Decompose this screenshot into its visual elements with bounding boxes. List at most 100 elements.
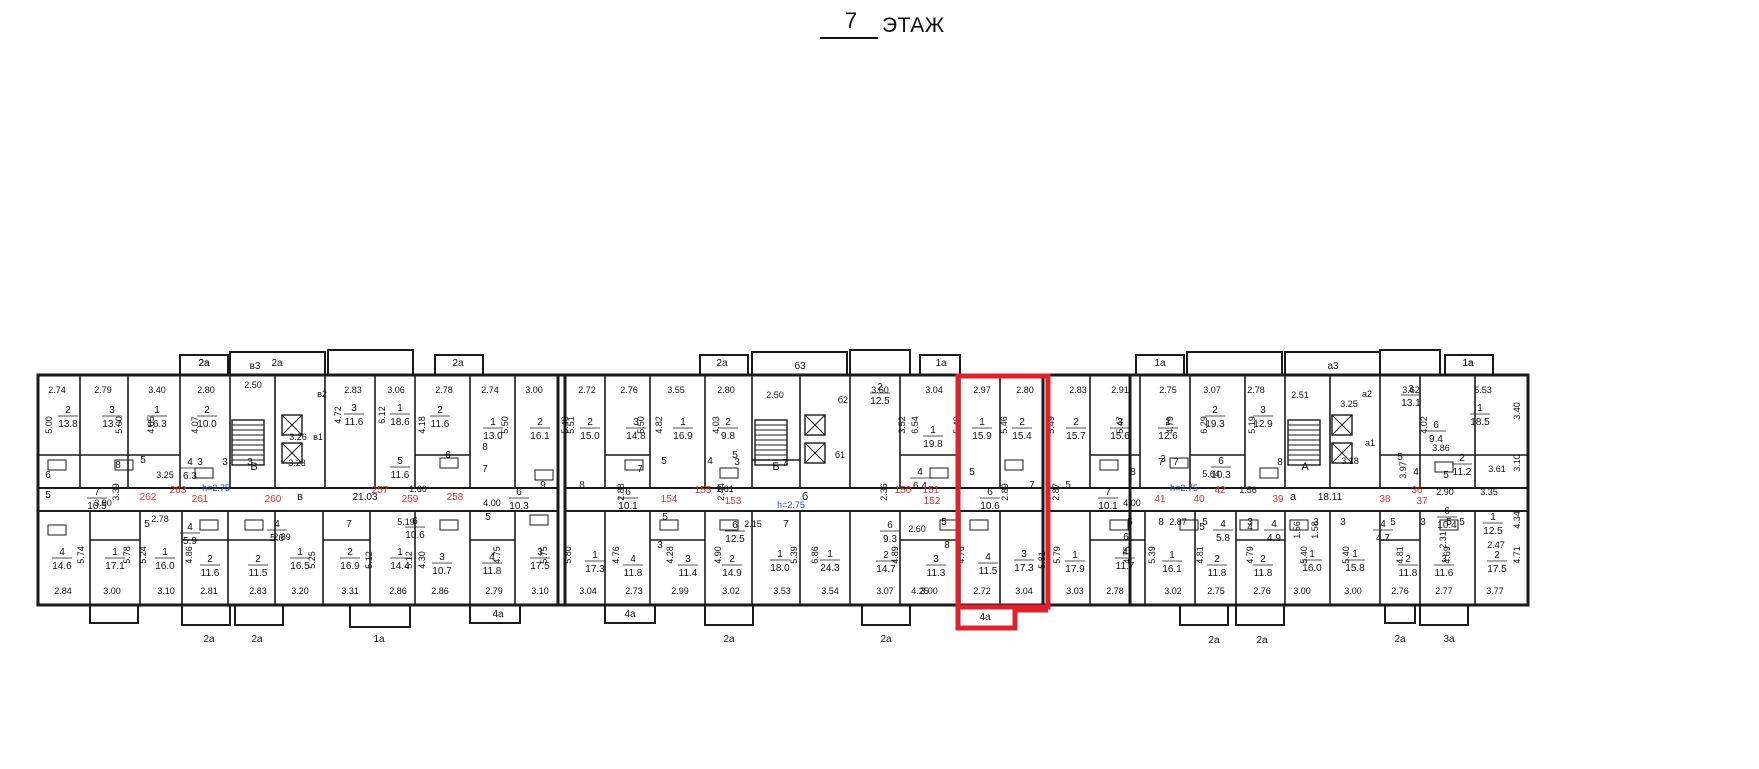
room-area: 6.3: [183, 471, 197, 482]
corridor-label: б: [802, 491, 808, 503]
room-area: 11.8: [624, 568, 643, 579]
dimension-label-vertical: 5.25: [307, 551, 317, 569]
room-area: 11.2: [1453, 467, 1472, 478]
room-8: 5: [397, 456, 403, 467]
dimension-label: 2.80: [717, 385, 735, 395]
walls-layer: [36, 349, 1530, 628]
stair-label: А: [1301, 461, 1309, 473]
room-area: 15.0: [580, 431, 600, 442]
room-25: 6: [516, 487, 522, 498]
room-number-small: 8: [1277, 457, 1283, 468]
dimension-label: 2.81: [200, 586, 218, 596]
balcony-label: 2а: [251, 634, 263, 645]
dimension-label: 2.76: [1391, 586, 1409, 596]
balcony-label: а3: [1327, 361, 1339, 372]
stair-dim: б1: [835, 450, 845, 460]
room-area: 17.5: [1487, 564, 1507, 575]
bathtub-icon: [719, 519, 739, 531]
dimension-label-vertical: 5.49: [1046, 416, 1056, 434]
labels-layer: 213.8313.7116.3210.0311.6118.6211.6511.6…: [44, 358, 1522, 646]
room-area: 10.5: [87, 501, 107, 512]
door-number: 151: [923, 485, 940, 496]
corridor-height: h=2.75: [777, 500, 805, 510]
room-area: 16.3: [147, 419, 167, 430]
balcony-box: [469, 604, 521, 624]
door-number: 155: [695, 485, 712, 496]
dimension-label: 3.10: [157, 586, 175, 596]
elevator-cross: [281, 414, 303, 436]
balcony-box: [349, 604, 411, 628]
dimension-label: 3.61: [1488, 464, 1506, 474]
tower-box: [1186, 351, 1283, 376]
dimension-label: 4.00: [1123, 498, 1141, 508]
room-area: 17.3: [585, 564, 605, 575]
door-number: 38: [1379, 494, 1391, 505]
dimension-label: 3.00: [920, 586, 938, 596]
room-10: 7: [94, 487, 100, 498]
room-area: 10.0: [197, 419, 217, 430]
room-area: 10.6: [980, 501, 1000, 512]
balcony-label: 1а: [1154, 358, 1166, 369]
balcony-label: 2а: [1208, 635, 1220, 646]
room-area: 15.9: [972, 431, 992, 442]
room-52: 3: [1117, 417, 1123, 428]
floor-number-underline: [820, 37, 878, 39]
dimension-label: 1.60: [409, 484, 427, 494]
room-number-small: 3: [1313, 517, 1319, 528]
room-number-small: 5: [1390, 517, 1396, 528]
dimension-label-vertical: 4.86: [184, 546, 194, 564]
room-number-small: 7: [1158, 457, 1164, 468]
dimension-label: 2.78: [1247, 385, 1265, 395]
room-number-small: 5: [1397, 452, 1403, 463]
balcony-label: 1а: [373, 634, 385, 645]
room-number-small: 3: [1160, 454, 1166, 465]
room-area: 14.7: [876, 564, 896, 575]
dimension-label: 3.62: [1402, 385, 1420, 395]
room-number-small: 7: [782, 458, 788, 469]
room-area: 9.3: [883, 534, 897, 545]
stair-dim: а1: [1365, 438, 1375, 448]
bathtub-icon: [1239, 519, 1259, 531]
room-area: 16.1: [1162, 564, 1182, 575]
dimension-label: 2.78: [151, 514, 169, 524]
room-area: 10.1: [1098, 501, 1118, 512]
corridor-label: в: [297, 491, 303, 503]
balcony-label: 4а: [624, 609, 636, 620]
dimension-label: 3.20: [291, 586, 309, 596]
stair-dim: 3.18: [1341, 456, 1359, 466]
room-2: 3: [109, 405, 115, 416]
dimension-label-vertical: 2.31: [1438, 531, 1448, 549]
dimension-label-vertical: 5.50: [500, 416, 510, 434]
room-number-small: 7: [783, 519, 789, 530]
room-7: 2: [437, 405, 443, 416]
stair-dim: 3.25: [1340, 399, 1358, 409]
dimension-label: 2.72: [973, 586, 991, 596]
dimension-label-vertical: 3.39: [111, 483, 121, 501]
dimension-label: 3.40: [148, 385, 166, 395]
room-22: 3: [439, 552, 445, 563]
dimension-label-vertical: 1.56: [1292, 521, 1302, 539]
room-70: 4: [1271, 519, 1277, 530]
room-20: 1: [397, 547, 403, 558]
room-number-small: 4: [707, 456, 713, 467]
corridor-height: h=2.75: [1170, 483, 1198, 493]
dimension-label: 3.77: [1486, 586, 1504, 596]
room-area: 16.9: [340, 561, 360, 572]
balcony-label: 2а: [198, 358, 210, 369]
dimension-label-vertical: 4.81: [1395, 546, 1405, 564]
floor-label: ЭТАЖ: [882, 14, 945, 37]
dimension-label: 2.83: [1069, 385, 1087, 395]
dimension-label: 2.91: [1111, 385, 1129, 395]
dimension-label-vertical: 4.90: [713, 546, 723, 564]
room-area: 15.4: [1012, 431, 1032, 442]
dimension-label-vertical: 5.51: [566, 416, 576, 434]
room-number-small: 8: [115, 460, 121, 471]
room-31: 2: [725, 417, 731, 428]
balcony-box: [89, 604, 139, 624]
fixtures-layer: [47, 414, 1459, 536]
dimension-label-vertical: 5.39: [1147, 546, 1157, 564]
dimension-label: 3.00: [1293, 586, 1311, 596]
highlighted-apartment-outline[interactable]: [955, 373, 1051, 610]
balcony-label: 3а: [1443, 634, 1455, 645]
room-area: 12.5: [725, 534, 745, 545]
